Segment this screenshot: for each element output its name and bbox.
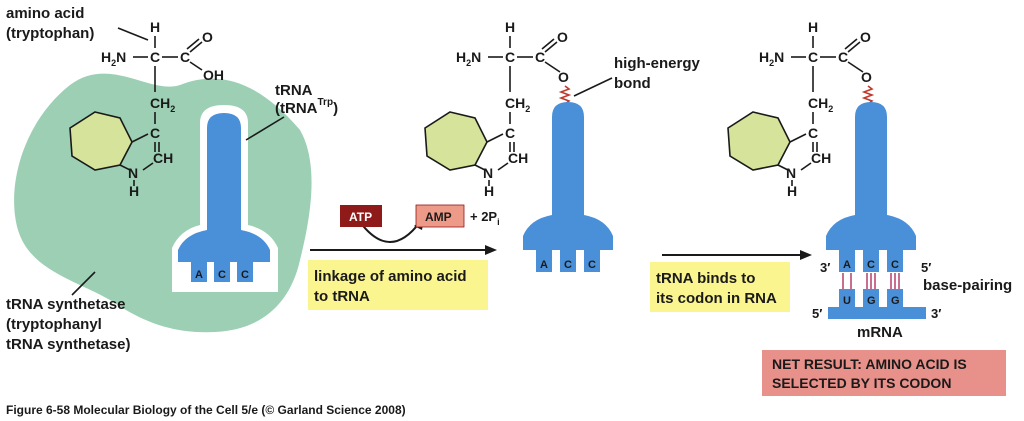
amino-acid-label: amino acid (6, 5, 84, 22)
step1-box: linkage of amino acid to tRNA (308, 260, 488, 310)
five-prime-trna: 5′ (921, 260, 931, 275)
trna-2: A C C (523, 102, 613, 272)
svg-text:bond: bond (614, 75, 651, 92)
synthetase-label-1: tRNA synthetase (6, 296, 125, 313)
svg-text:NET RESULT: AMINO ACID IS: NET RESULT: AMINO ACID IS (772, 356, 967, 372)
svg-text:C: C (808, 49, 818, 65)
svg-text:C: C (588, 259, 596, 271)
anticodon-a: A (843, 259, 851, 271)
svg-text:C: C (505, 125, 515, 141)
svg-text:C: C (505, 49, 515, 65)
svg-text:O: O (860, 29, 871, 45)
svg-text:C: C (535, 49, 545, 65)
atom-h: H (150, 19, 160, 35)
codon-u: U (843, 295, 851, 307)
anticodon-c1: C (867, 259, 875, 271)
svg-text:O: O (557, 29, 568, 45)
tryptophan-molecule-3: H H2N C C O O CH2 C CH N H (727, 19, 872, 199)
svg-text:CH: CH (508, 150, 528, 166)
svg-text:AMP: AMP (425, 210, 452, 224)
atp-badge: ATP (340, 205, 382, 227)
synthetase-label-2: (tryptophanyl (6, 316, 102, 333)
atom-h2n: H2N (101, 49, 126, 68)
svg-text:N: N (786, 165, 796, 181)
atom-h-n: H (129, 183, 139, 199)
high-energy-bond-2 (861, 85, 875, 105)
atom-oh: OH (203, 67, 224, 83)
mrna-label: mRNA (857, 324, 903, 341)
svg-text:CH2: CH2 (505, 95, 530, 114)
svg-text:C: C (838, 49, 848, 65)
amp-badge: AMP (415, 204, 465, 228)
five-prime-mrna: 5′ (812, 306, 822, 321)
svg-text:CH2: CH2 (808, 95, 833, 114)
high-energy-label: high-energy (614, 55, 700, 72)
base-pair-lines (842, 273, 900, 289)
atom-c-carboxyl: C (180, 49, 190, 65)
svg-text:ATP: ATP (349, 210, 372, 224)
atom-c-alpha: C (150, 49, 160, 65)
atom-o: O (202, 29, 213, 45)
tryptophan-label: (tryptophan) (6, 25, 94, 42)
codon-g1: G (867, 295, 876, 307)
svg-text:H: H (808, 19, 818, 35)
tryptophan-molecule-2: H H2N C C O O CH2 C CH N H (424, 19, 569, 199)
trna-label: tRNA (275, 82, 313, 99)
atom-n: N (128, 165, 138, 181)
anticodon-base-1: A (195, 269, 203, 281)
trna-3: A C C (826, 102, 916, 272)
svg-text:linkage of amino acid: linkage of amino acid (314, 268, 467, 285)
svg-text:its codon in RNA: its codon in RNA (656, 290, 777, 307)
svg-text:H: H (787, 183, 797, 199)
base-pairing-label: base-pairing (923, 277, 1012, 294)
trna-synthetase-shape (14, 73, 312, 333)
atom-ch2: CH2 (150, 95, 175, 114)
svg-text:CH: CH (811, 150, 831, 166)
svg-text:H: H (484, 183, 494, 199)
svg-text:N: N (483, 165, 493, 181)
step2-box: tRNA binds to its codon in RNA (650, 262, 790, 312)
svg-text:O: O (861, 69, 872, 85)
svg-text:tRNA binds to: tRNA binds to (656, 270, 755, 287)
tryptophan-molecule-1: H H2N C C O OH CH2 C CH N H (69, 19, 224, 199)
mrna-strand: U G G (828, 289, 926, 319)
svg-text:A: A (540, 259, 548, 271)
svg-text:H: H (505, 19, 515, 35)
anticodon-base-3: C (241, 269, 249, 281)
svg-text:H2N: H2N (456, 49, 481, 68)
svg-text:C: C (564, 259, 572, 271)
svg-text:H2N: H2N (759, 49, 784, 68)
anticodon-c2: C (891, 259, 899, 271)
trna-1: A C C (172, 105, 278, 292)
trna-trp-label: (tRNATrp) (275, 97, 338, 117)
three-prime-trna: 3′ (820, 260, 830, 275)
svg-text:to tRNA: to tRNA (314, 288, 370, 305)
three-prime-mrna: 3′ (931, 306, 941, 321)
codon-g2: G (891, 295, 900, 307)
high-energy-bond-1 (558, 85, 572, 105)
atom-c-ring: C (150, 125, 160, 141)
svg-text:O: O (558, 69, 569, 85)
net-result-box: NET RESULT: AMINO ACID IS SELECTED BY IT… (762, 350, 1006, 396)
anticodon-base-2: C (218, 269, 226, 281)
svg-text:SELECTED BY ITS CODON: SELECTED BY ITS CODON (772, 375, 951, 391)
plus-2pi-label: + 2Pi (470, 209, 500, 227)
figure-caption: Figure 6-58 Molecular Biology of the Cel… (6, 403, 406, 417)
atom-ch: CH (153, 150, 173, 166)
synthetase-label-3: tRNA synthetase) (6, 336, 130, 353)
svg-text:C: C (808, 125, 818, 141)
